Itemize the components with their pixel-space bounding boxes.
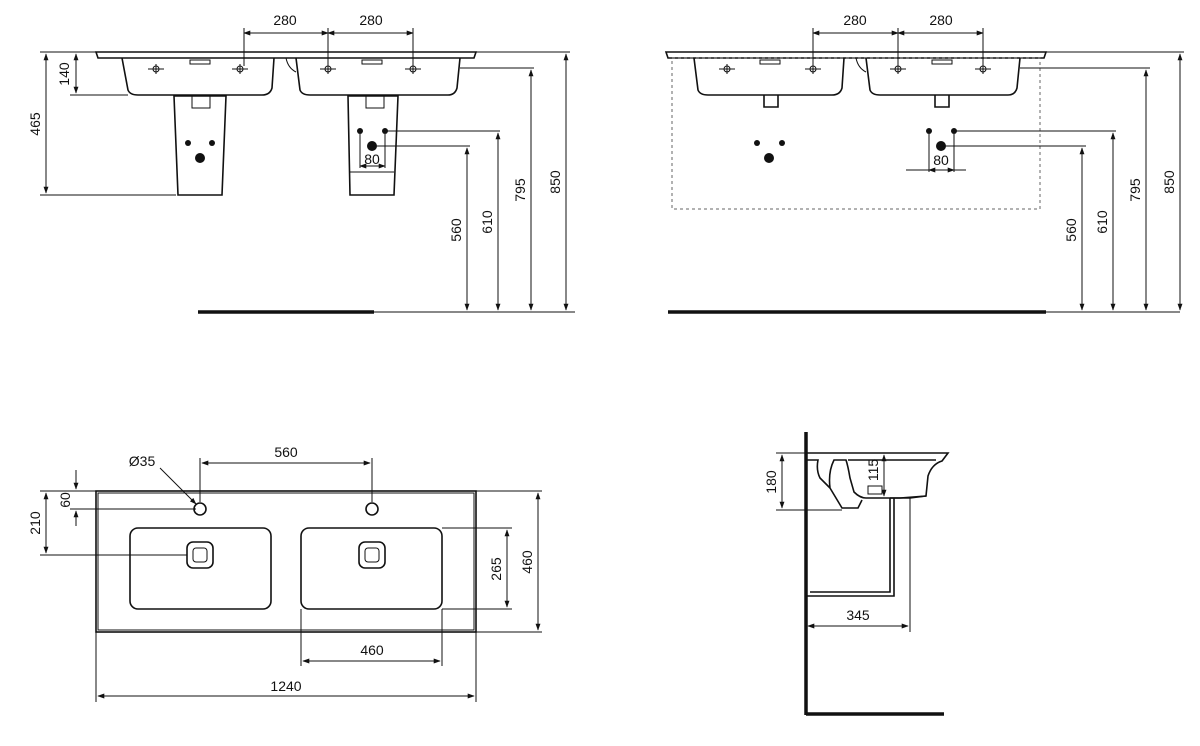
dim-280-left: 280 (273, 12, 297, 28)
dim-180: 180 (763, 470, 779, 494)
dim-60: 60 (57, 492, 73, 508)
left-drain (763, 95, 779, 108)
right-pedestal (347, 95, 399, 196)
side-view: 180 115 345 (763, 432, 950, 716)
tap-hole-right (365, 502, 379, 516)
front-view-cabinet: 280 280 80 560 610 795 850 (664, 12, 1184, 314)
dim-795: 795 (1127, 178, 1143, 202)
left-bowl-outline (121, 57, 275, 96)
dim-115: 115 (865, 459, 881, 482)
basin-top-slab (94, 51, 478, 59)
dim-140: 140 (56, 62, 72, 86)
dim-460-depth: 460 (519, 550, 535, 574)
right-bowl-outline (295, 57, 461, 96)
tap-marks (148, 59, 421, 74)
dim-560: 560 (448, 218, 464, 242)
dim-280-left: 280 (843, 12, 867, 28)
dim-795: 795 (512, 178, 528, 202)
plan-view: Ø35 560 60 210 265 460 460 (27, 444, 542, 702)
dim-465: 465 (27, 112, 43, 136)
dim-560: 560 (1063, 218, 1079, 242)
left-pedestal (173, 95, 227, 196)
basin-plan-outline (95, 490, 477, 633)
dim-280-right: 280 (929, 12, 953, 28)
dim-210: 210 (27, 511, 43, 535)
right-bowl-plan (300, 527, 443, 610)
dim-850: 850 (1161, 170, 1177, 194)
basin-top-slab (664, 51, 1048, 59)
right-drain (934, 95, 950, 108)
cabinet-section (806, 498, 895, 597)
dim-diameter-35: Ø35 (129, 453, 156, 469)
dim-560-plan: 560 (274, 444, 298, 460)
left-drain-plan (186, 541, 214, 569)
left-bowl-outline (693, 57, 845, 96)
dim-610: 610 (1094, 210, 1110, 234)
right-bowl-outline (865, 57, 1021, 96)
dim-280-right: 280 (359, 12, 383, 28)
dim-610: 610 (479, 210, 495, 234)
dim-850: 850 (547, 170, 563, 194)
basin-section-profile (806, 452, 950, 509)
front-view-pedestal: 280 280 465 140 80 560 610 795 850 (27, 12, 575, 314)
dim-80: 80 (933, 152, 949, 168)
dim-1240: 1240 (270, 678, 301, 694)
dim-265: 265 (488, 557, 504, 581)
left-bowl-plan (129, 527, 272, 610)
cabinet-outline-dashed (671, 57, 1041, 210)
dim-80: 80 (364, 151, 380, 167)
dim-460-width: 460 (360, 642, 384, 658)
right-drain-plan (358, 541, 386, 569)
dim-345: 345 (846, 607, 870, 623)
